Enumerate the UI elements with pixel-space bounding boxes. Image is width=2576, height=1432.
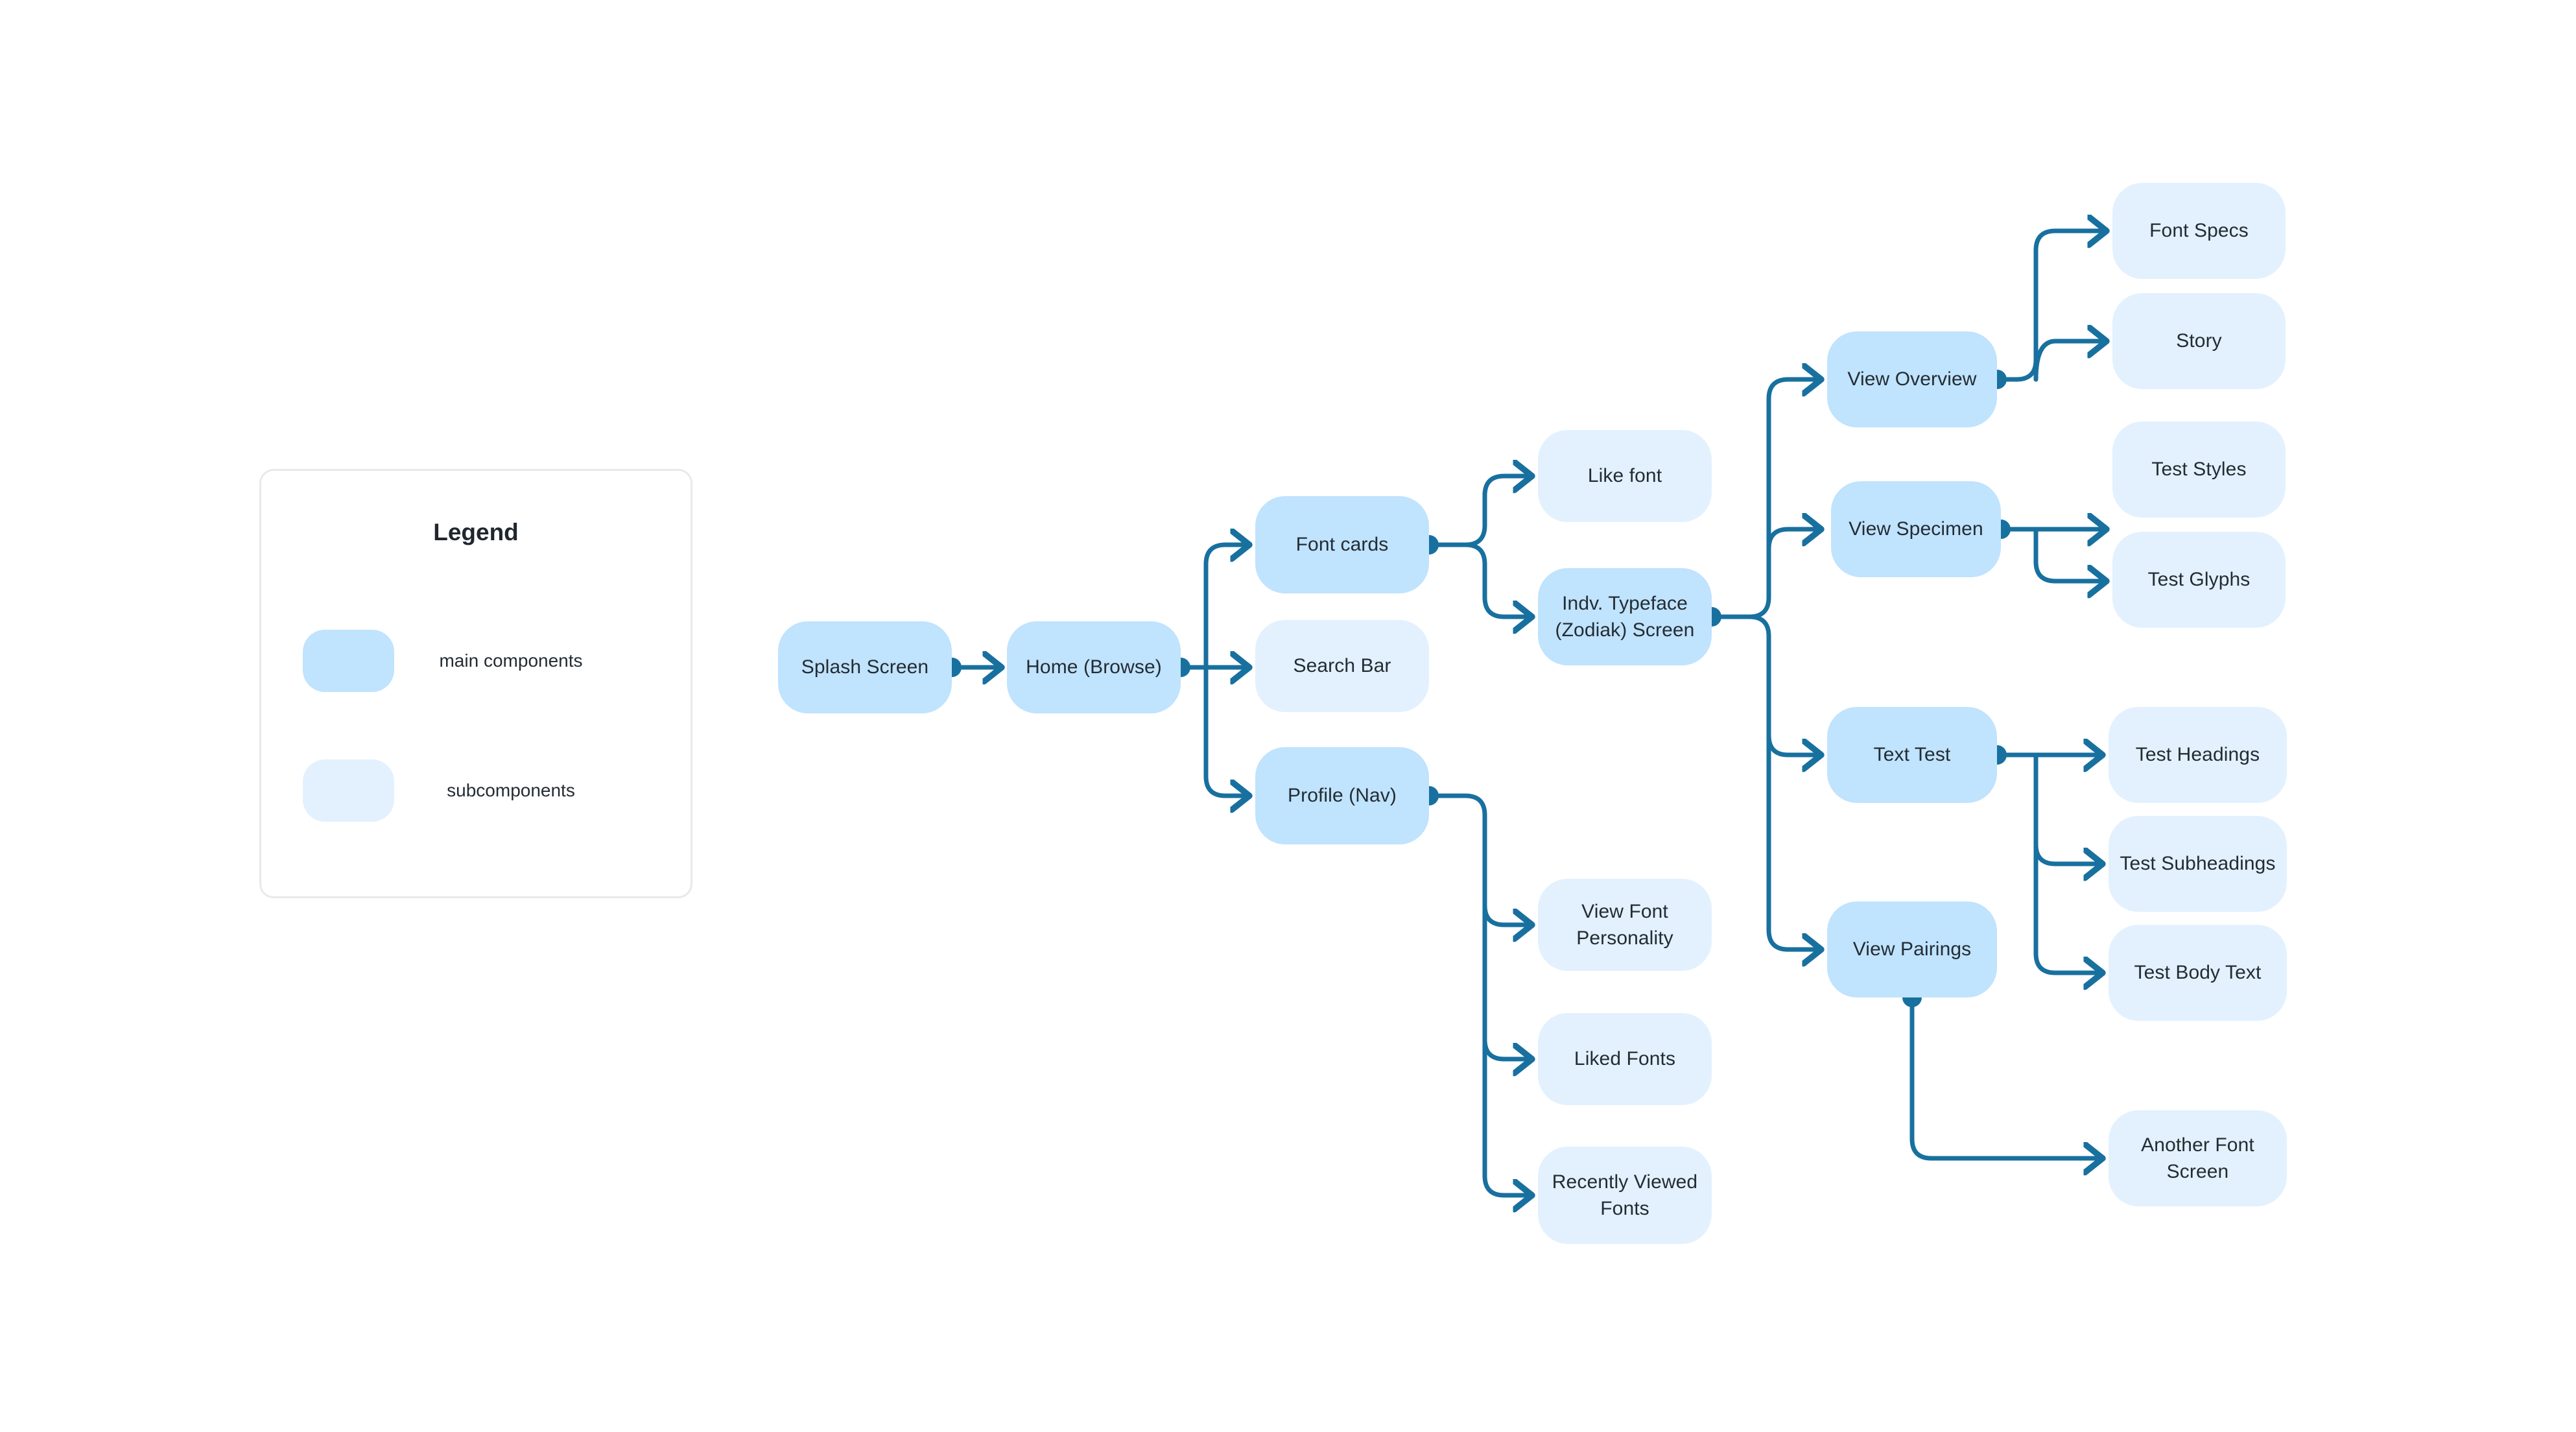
- legend-item-main-components: main components: [303, 630, 592, 692]
- edge-specimen-testglyphs: [2033, 527, 2102, 581]
- node-test_headings[interactable]: Test Headings: [2109, 707, 2287, 803]
- node-like_font[interactable]: Like font: [1538, 430, 1712, 522]
- node-label-line: Font Specs: [2149, 220, 2249, 242]
- edge-indv-texttest: [1709, 614, 1817, 755]
- legend-swatch-sub: [303, 759, 394, 822]
- node-label-line: Search Bar: [1293, 655, 1391, 677]
- node-label-line: Test Body Text: [2134, 962, 2262, 984]
- node-label-line: Font cards: [1295, 534, 1389, 556]
- node-label-line: View Overview: [1847, 368, 1977, 390]
- node-label: Profile (Nav): [1288, 782, 1397, 809]
- node-label: View Specimen: [1849, 516, 1983, 542]
- edge-indv-viewoverview: [1709, 379, 1817, 619]
- edge-home-profilenav: [1203, 665, 1245, 796]
- node-label: Like font: [1588, 462, 1662, 489]
- node-label-line: Test Styles: [2151, 459, 2247, 481]
- edge-overview-story: [2033, 341, 2102, 382]
- edge-fontcards-likefont: [1482, 476, 1528, 498]
- node-label: Test Body Text: [2134, 959, 2262, 986]
- node-label: Liked Fonts: [1574, 1045, 1675, 1072]
- node-label-line: Profile (Nav): [1288, 785, 1397, 807]
- node-label-line: Splash Screen: [801, 656, 929, 678]
- node-label: Test Subheadings: [2120, 850, 2275, 877]
- edge-pairings-anotherfont: [1909, 995, 2098, 1158]
- edge-texttest-bodytext: [2033, 842, 2098, 973]
- node-label-line: View Font Personality: [1576, 900, 1673, 949]
- edge-profile-recentlyviewed: [1482, 1037, 1528, 1195]
- edge-overview-fontspecs: [1994, 231, 2102, 382]
- node-label: Home (Browse): [1026, 654, 1162, 680]
- node-view_specimen[interactable]: View Specimen: [1831, 481, 2001, 577]
- node-label-line: Home (Browse): [1026, 656, 1162, 678]
- node-view_pairings[interactable]: View Pairings: [1827, 901, 1997, 997]
- edge-fontcards-indvtypeface: [1426, 542, 1528, 617]
- node-label-line: Test Subheadings: [2120, 853, 2276, 875]
- node-label: Indv. Typeface (Zodiak) Screen: [1555, 590, 1695, 644]
- node-label: Font Specs: [2149, 217, 2249, 244]
- node-splash[interactable]: Splash Screen: [778, 621, 952, 713]
- node-label: Test Styles: [2151, 456, 2246, 483]
- legend-label-main: main components: [430, 649, 592, 673]
- node-another_font_screen[interactable]: Another Font Screen: [2109, 1110, 2287, 1206]
- node-test_glyphs[interactable]: Test Glyphs: [2112, 532, 2286, 628]
- legend-label-sub-line1: subcomponents: [447, 780, 575, 801]
- edge-indv-viewspecimen: [1766, 529, 1817, 551]
- node-text_test[interactable]: Text Test: [1827, 707, 1997, 803]
- node-label-line: Indv. Typeface: [1562, 592, 1688, 614]
- node-label-line: Test Headings: [2135, 744, 2260, 766]
- node-label: View Font Personality: [1547, 898, 1703, 952]
- node-label: View Overview: [1847, 366, 1976, 392]
- edge-profile-likedfonts: [1482, 903, 1528, 1059]
- legend-title: Legend: [433, 519, 519, 545]
- edge-profile-personality: [1426, 793, 1528, 925]
- node-test_subheadings[interactable]: Test Subheadings: [2109, 816, 2287, 912]
- node-label-line: (Zodiak) Screen: [1555, 619, 1695, 641]
- edge-home-fontcards: [1203, 545, 1245, 670]
- node-label: Font cards: [1296, 531, 1389, 558]
- node-view_font_personality[interactable]: View Font Personality: [1538, 879, 1712, 971]
- node-label-line: View Specimen: [1849, 518, 1983, 540]
- node-font_cards[interactable]: Font cards: [1255, 496, 1429, 593]
- node-label: Another Font Screen: [2118, 1132, 2278, 1186]
- node-label-line: Recently Viewed: [1552, 1171, 1698, 1193]
- node-label: Test Headings: [2136, 741, 2260, 768]
- node-label-line: Text Test: [1873, 744, 1951, 766]
- node-label-line: Another Font Screen: [2141, 1134, 2254, 1182]
- node-label: Text Test: [1874, 741, 1951, 768]
- edge-indv-viewpairings: [1766, 733, 1817, 949]
- node-story[interactable]: Story: [2112, 293, 2286, 389]
- legend-item-subcomponents: subcomponents: [303, 759, 592, 822]
- legend-swatch-main: [303, 630, 394, 692]
- node-label-line: Test Glyphs: [2147, 569, 2251, 591]
- node-label-line: Liked Fonts: [1574, 1048, 1676, 1070]
- legend-label-sub: subcomponents: [430, 778, 592, 803]
- node-label: Search Bar: [1293, 652, 1391, 679]
- edge-fontcards-up: [1426, 490, 1487, 547]
- node-liked_fonts[interactable]: Liked Fonts: [1538, 1013, 1712, 1105]
- node-font_specs[interactable]: Font Specs: [2112, 183, 2286, 279]
- node-label-line: Fonts: [1600, 1198, 1649, 1219]
- legend-card: Legend main components subcomponents: [259, 469, 692, 898]
- node-indv_typeface[interactable]: Indv. Typeface (Zodiak) Screen: [1538, 568, 1712, 665]
- node-view_overview[interactable]: View Overview: [1827, 331, 1997, 427]
- legend-label-main-line2: components: [483, 650, 583, 671]
- node-label: View Pairings: [1853, 936, 1972, 962]
- node-label: Splash Screen: [801, 654, 928, 680]
- node-profile_nav[interactable]: Profile (Nav): [1255, 747, 1429, 844]
- node-test_styles[interactable]: Test Styles: [2112, 422, 2286, 518]
- edge-texttest-subheadings: [2033, 752, 2098, 864]
- node-label-line: View Pairings: [1852, 938, 1972, 961]
- node-label: Story: [2176, 328, 2222, 354]
- node-test_body_text[interactable]: Test Body Text: [2109, 925, 2287, 1021]
- node-search_bar[interactable]: Search Bar: [1255, 620, 1429, 712]
- node-label: Test Glyphs: [2148, 566, 2251, 593]
- node-home[interactable]: Home (Browse): [1007, 621, 1181, 713]
- node-label-line: Story: [2176, 330, 2222, 352]
- legend-label-main-line1: main: [439, 650, 479, 671]
- node-label-line: Like font: [1587, 465, 1662, 487]
